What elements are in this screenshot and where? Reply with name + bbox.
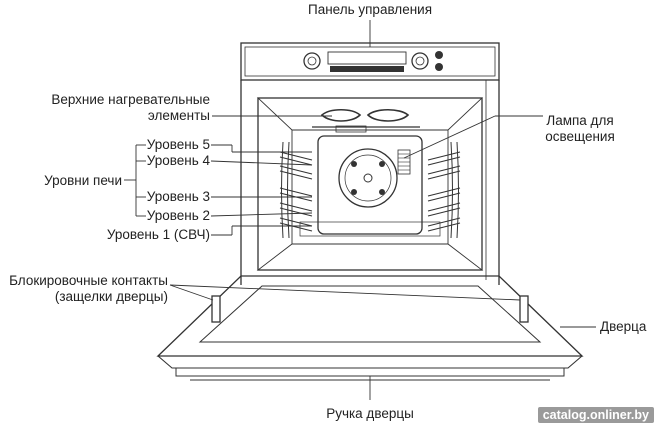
label-lock-contacts-line2: (защелки дверцы): [54, 289, 168, 304]
label-level-1: Уровень 1 (СВЧ): [106, 227, 210, 242]
label-door: Дверца: [600, 319, 647, 334]
label-upper-heaters-line1: Верхние нагревательные: [51, 92, 210, 107]
lock-contact-right: [519, 295, 529, 323]
label-control-panel: Панель управления: [307, 2, 433, 17]
small-button: [435, 51, 443, 59]
label-door-handle: Ручка дверцы: [326, 406, 414, 421]
door-glass: [198, 285, 542, 343]
label-level-3: Уровень 3: [146, 189, 210, 204]
control-panel-housing: [240, 42, 500, 81]
back-wall: [317, 135, 423, 235]
label-lamp-line1: Лампа для: [546, 113, 614, 128]
watermark: catalog.onliner.by: [537, 407, 654, 423]
small-button: [435, 63, 443, 71]
right-knob: [411, 52, 429, 70]
label-level-2: Уровень 2: [146, 208, 210, 223]
convection-fan-cover: [338, 148, 398, 208]
button-strip: [330, 66, 404, 72]
door-handle: [175, 367, 565, 377]
lock-contact-left: [211, 295, 221, 323]
label-level-4: Уровень 4: [146, 153, 210, 168]
leader-lines: [124, 20, 596, 400]
display: [327, 51, 407, 65]
label-level-5: Уровень 5: [146, 137, 210, 152]
door-panel: [156, 275, 584, 357]
right-rack: [427, 141, 461, 239]
upper-heater-right: [366, 108, 410, 122]
label-lamp-line2: освещения: [545, 129, 615, 144]
left-knob: [303, 52, 321, 70]
label-oven-levels: Уровни печи: [44, 173, 122, 188]
label-lock-contacts-line1: Блокировочные контакты: [9, 273, 168, 288]
cavity-floor: [256, 243, 484, 271]
left-rack: [279, 141, 313, 239]
label-upper-heaters-line2: элементы: [147, 108, 210, 123]
upper-heater-left: [320, 108, 362, 122]
